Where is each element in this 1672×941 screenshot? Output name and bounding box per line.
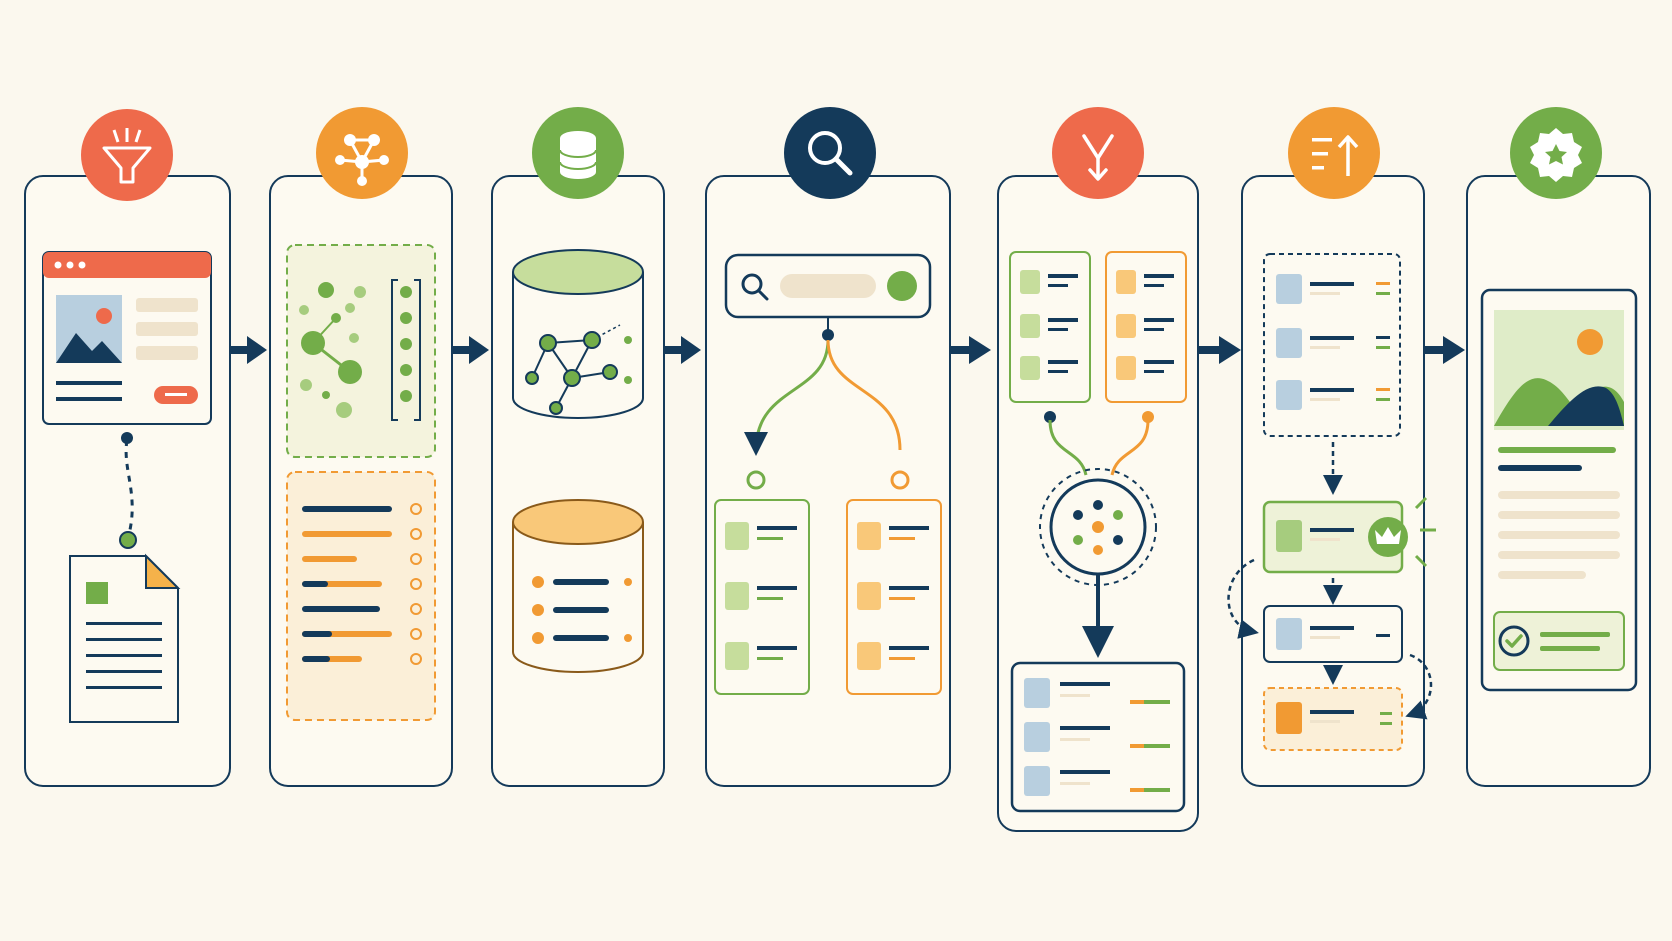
answer-card (1480, 288, 1638, 692)
candidate-list (1263, 253, 1401, 437)
check-icon (1498, 625, 1530, 657)
arrow-icon (453, 336, 489, 364)
branch-left (744, 339, 830, 456)
arrow-icon (665, 336, 701, 364)
top-ranked-result (1262, 496, 1436, 574)
star-badge-icon (1510, 107, 1602, 199)
merged-list (1010, 661, 1186, 813)
merge-source-green (1009, 251, 1091, 403)
search-bar[interactable] (724, 253, 932, 319)
third-ranked-result (1263, 687, 1403, 751)
stage-retrieve (705, 107, 951, 787)
stage-rerank (1227, 107, 1436, 787)
connector-arrows (231, 336, 1465, 364)
arrow-icon (1425, 336, 1465, 364)
stage-merge (997, 107, 1199, 832)
arrow-icon (231, 336, 267, 364)
search-icon (784, 107, 876, 199)
stage-embed (269, 107, 453, 787)
network-icon (316, 107, 408, 199)
document-database (512, 499, 644, 673)
merge-icon (1052, 107, 1144, 199)
funnel-icon (81, 109, 173, 201)
reorder-arrow (1227, 558, 1259, 639)
database-icon (532, 107, 624, 199)
reorder-arrow (1405, 653, 1433, 720)
branch-right (826, 339, 902, 451)
merge-source-orange (1105, 251, 1187, 403)
vector-list (286, 471, 436, 721)
sort-up-icon (1288, 107, 1380, 199)
stage-output (1466, 107, 1651, 787)
dashed-link (124, 439, 134, 539)
stage-ingest (24, 109, 231, 787)
result-list-orange (846, 499, 942, 695)
verified-badge (1493, 611, 1625, 671)
arrow-icon (1199, 336, 1241, 364)
document-icon (69, 553, 181, 723)
graph-database (512, 249, 644, 419)
arrow-icon (951, 336, 991, 364)
result-list-green (714, 499, 810, 695)
embedding-cluster (286, 244, 436, 458)
stage-store (491, 107, 665, 787)
second-ranked-result (1263, 605, 1403, 663)
browser-window (42, 251, 212, 425)
search-icon (741, 273, 763, 295)
